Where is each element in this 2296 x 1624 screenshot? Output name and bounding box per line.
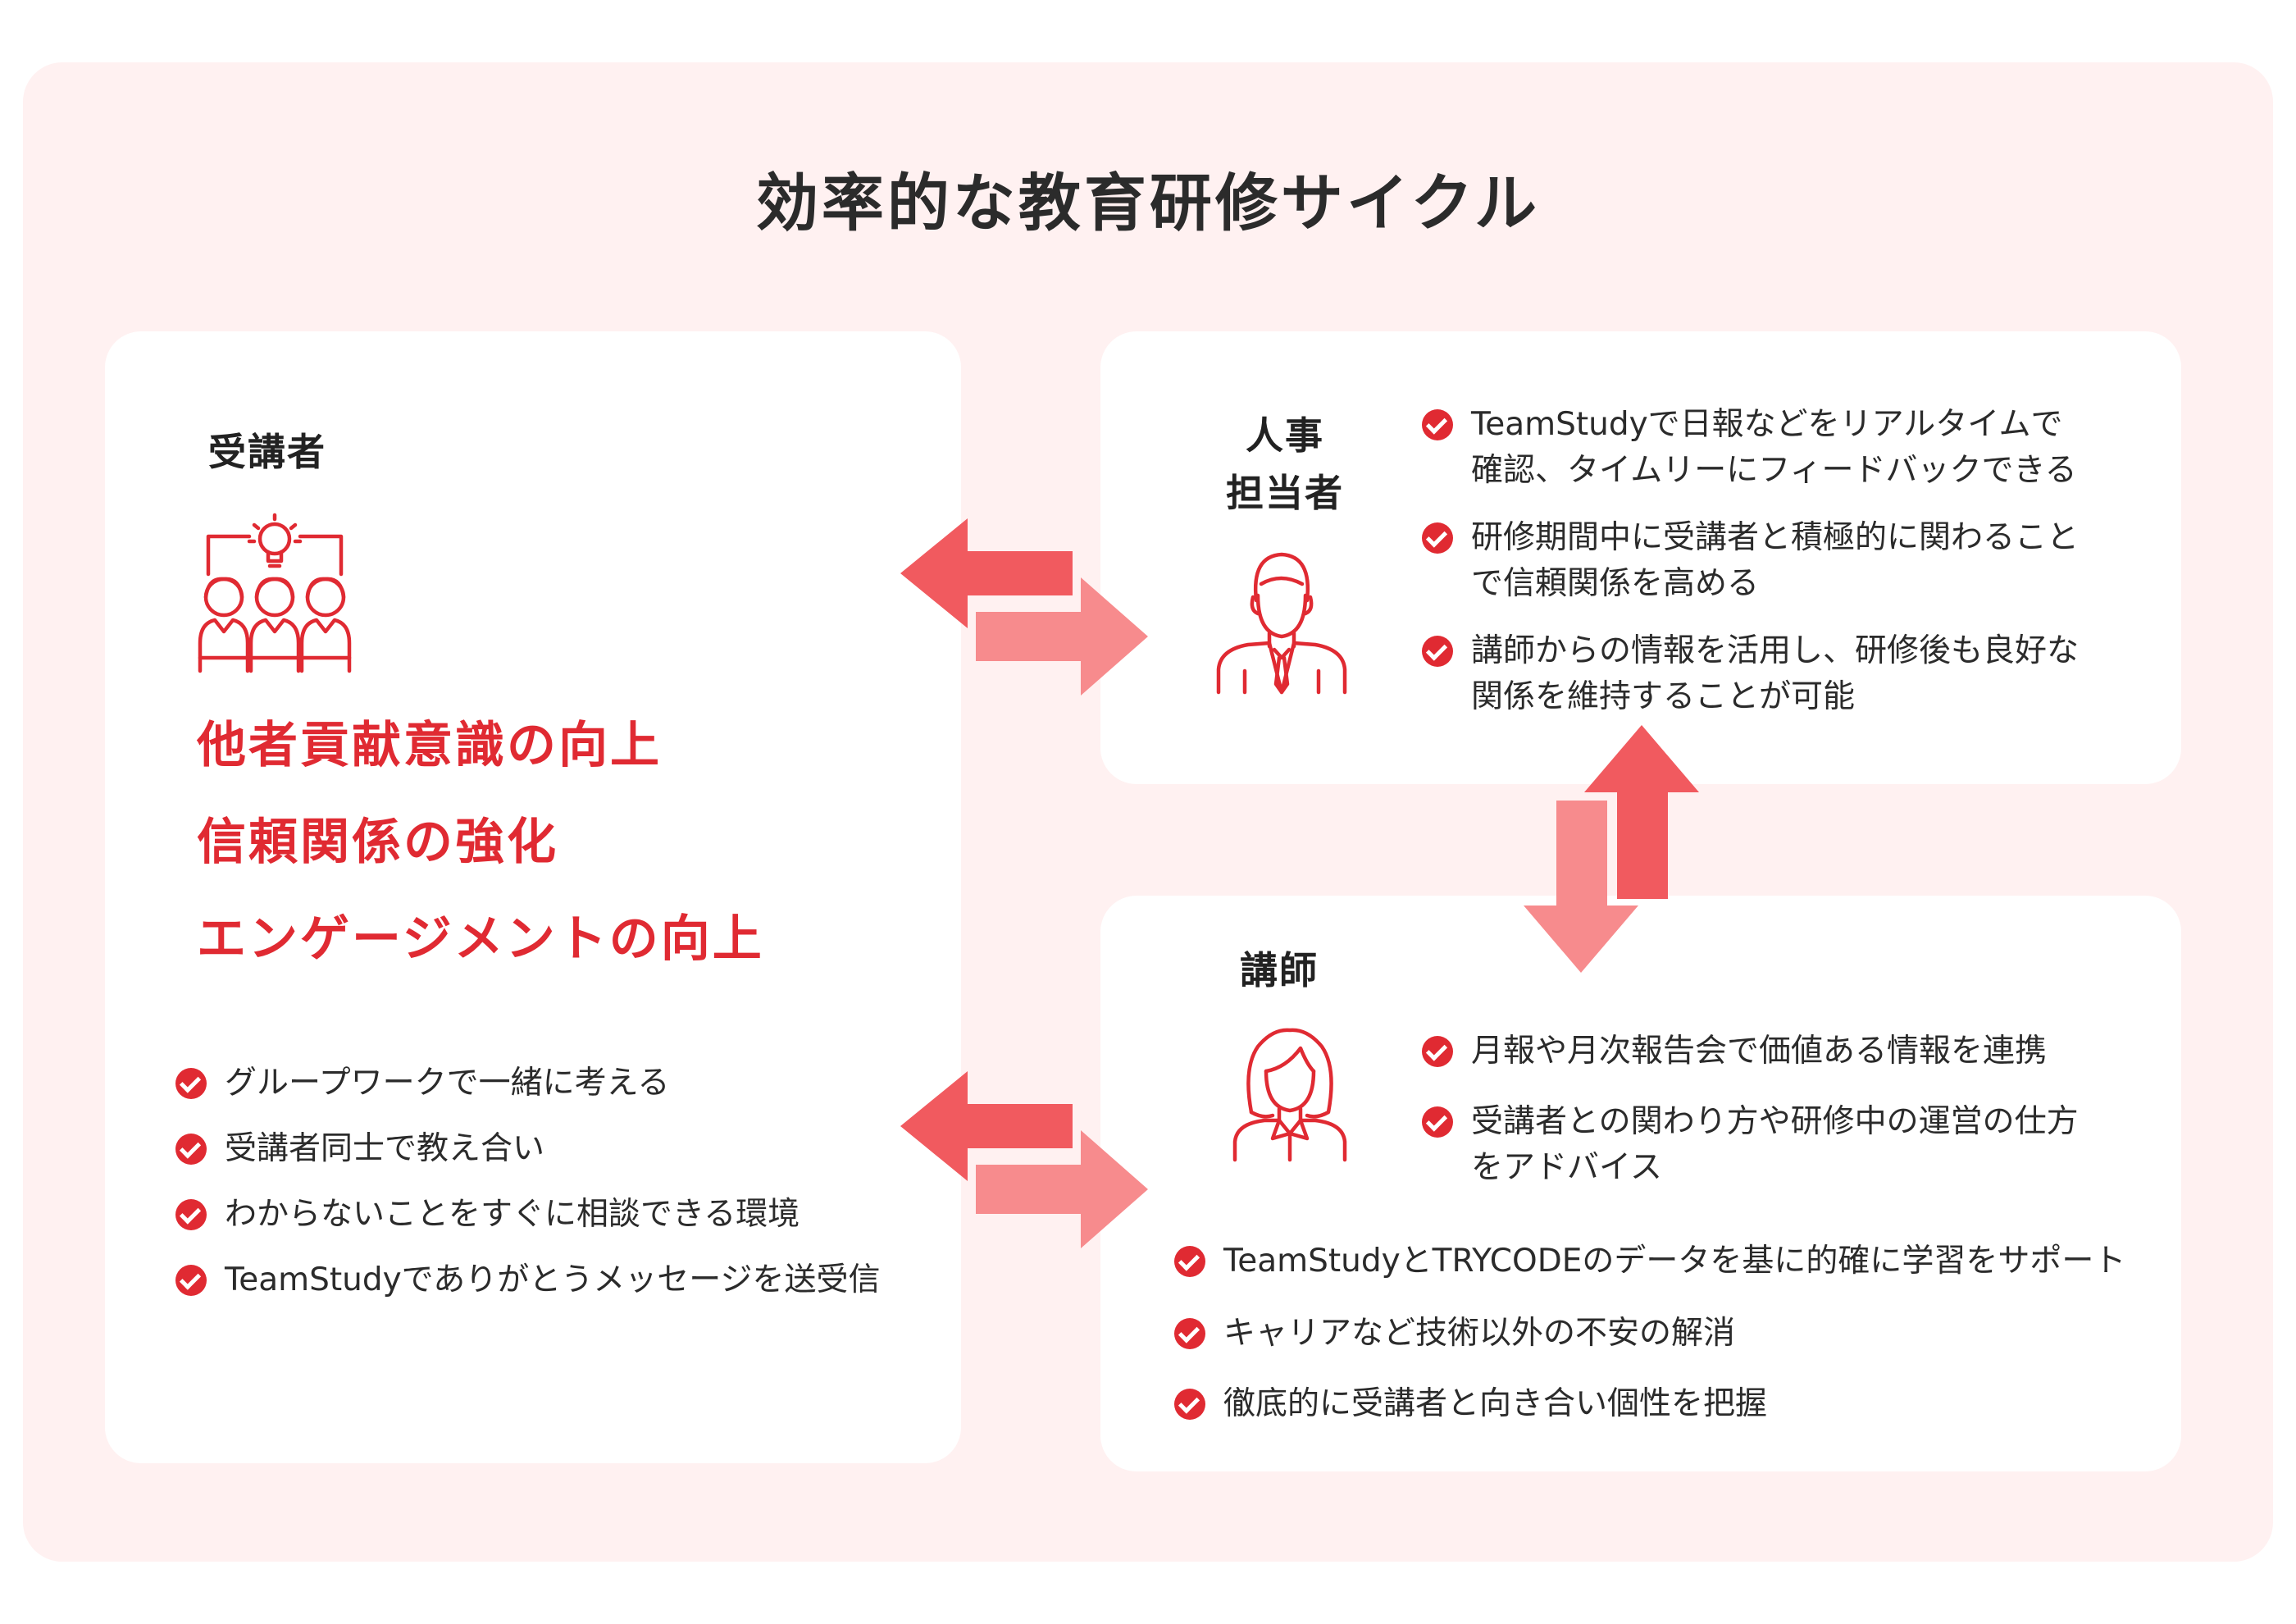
trainee-item: 受講者同士で教え合い <box>175 1126 544 1172</box>
item-text: TeamStudyでありがとうメッセージを送受信 <box>225 1261 881 1298</box>
hr-item: 研修期間中に受講者と積極的に関わることで信頼関係を高める <box>1422 515 2079 607</box>
trainee-item: わからないことをすぐに相談できる環境 <box>175 1192 800 1238</box>
instructor-wide-item: TeamStudyとTRYCODEのデータを基に的確に学習をサポート <box>1174 1239 2125 1284</box>
item-text-line: をアドバイス <box>1471 1149 1662 1186</box>
instructor-card <box>1100 896 2181 1471</box>
check-icon <box>1422 1036 1453 1067</box>
item-text: グループワークで一緒に考える <box>225 1065 670 1102</box>
instructor-wide-item: キャリアなど技術以外の不安の解消 <box>1174 1311 1735 1357</box>
item-text-line: 研修期間中に受講者と積極的に関わること <box>1471 519 2080 556</box>
trainee-role-label: 受講者 <box>208 430 326 474</box>
arrow-right-to-hr <box>976 577 1148 696</box>
arrow-down-to-instructor <box>1524 801 1638 973</box>
check-icon <box>175 1265 207 1296</box>
item-text-line: 関係を維持することが可能 <box>1471 678 1856 715</box>
arrow-right-to-instructor <box>976 1130 1148 1248</box>
instructor-wide-item: 徹底的に受講者と向き合い個性を把握 <box>1174 1381 1767 1427</box>
check-icon <box>1422 409 1453 440</box>
arrow-up-to-hr <box>1584 725 1699 899</box>
item-text: 受講者同士で教え合い <box>225 1130 545 1167</box>
item-text-line: 講師からの情報を活用し、研修後も良好な <box>1471 632 2080 669</box>
check-icon <box>1422 522 1453 554</box>
item-text-line: 月報や月次報告会で価値ある情報を連携 <box>1471 1033 2048 1070</box>
check-icon <box>175 1199 207 1230</box>
trainee-item: グループワークで一緒に考える <box>175 1061 670 1106</box>
headline-trust: 信頼関係の強化 <box>197 814 558 871</box>
hr-item: 講師からの情報を活用し、研修後も良好な関係を維持することが可能 <box>1422 628 2079 720</box>
group-idea-icon <box>198 513 352 673</box>
item-text: わからないことをすぐに相談できる環境 <box>225 1196 800 1233</box>
instructor-item: 受講者との関わり方や研修中の運営の仕方をアドバイス <box>1422 1099 2079 1191</box>
instructor-item: 月報や月次報告会で価値ある情報を連携 <box>1422 1029 2047 1074</box>
hr-role-line2: 担当者 <box>1226 471 1344 515</box>
check-icon <box>1422 636 1453 667</box>
hr-item: TeamStudyで日報などをリアルタイムで確認、タイムリーにフィードバックでき… <box>1422 402 2077 494</box>
hr-role-label: 人事 担当者 <box>1215 407 1355 522</box>
arrow-left-to-trainee-top <box>900 518 1073 628</box>
check-icon <box>175 1068 207 1099</box>
hr-card <box>1100 331 2181 784</box>
item-text-line: で信頼関係を高める <box>1471 565 1760 602</box>
item-text-line: 受講者との関わり方や研修中の運営の仕方 <box>1471 1103 2079 1140</box>
hr-role-line1: 人事 <box>1246 413 1324 458</box>
businessman-icon <box>1216 552 1347 695</box>
item-text: 徹底的に受講者と向き合い個性を把握 <box>1223 1385 1768 1422</box>
businesswoman-icon <box>1232 1028 1347 1162</box>
check-icon <box>1174 1389 1205 1420</box>
trainee-item: TeamStudyでありがとうメッセージを送受信 <box>175 1257 881 1303</box>
headline-engagement: エンゲージメントの向上 <box>197 910 764 968</box>
check-icon <box>1174 1318 1205 1349</box>
item-text: TeamStudyとTRYCODEのデータを基に的確に学習をサポート <box>1223 1243 2126 1280</box>
check-icon <box>175 1134 207 1165</box>
arrow-left-to-trainee-bottom <box>900 1071 1073 1181</box>
item-text-line: TeamStudyで日報などをリアルタイムで <box>1471 406 2063 443</box>
headline-contribution: 他者貢献意識の向上 <box>197 717 662 774</box>
instructor-role-label: 講師 <box>1240 948 1319 992</box>
page-title: 効率的な教育研修サイクル <box>755 167 1541 239</box>
item-text-line: 確認、タイムリーにフィードバックできる <box>1471 452 2077 489</box>
item-text: キャリアなど技術以外の不安の解消 <box>1223 1315 1736 1352</box>
trainee-card <box>105 331 961 1463</box>
check-icon <box>1422 1106 1453 1138</box>
check-icon <box>1174 1246 1205 1277</box>
